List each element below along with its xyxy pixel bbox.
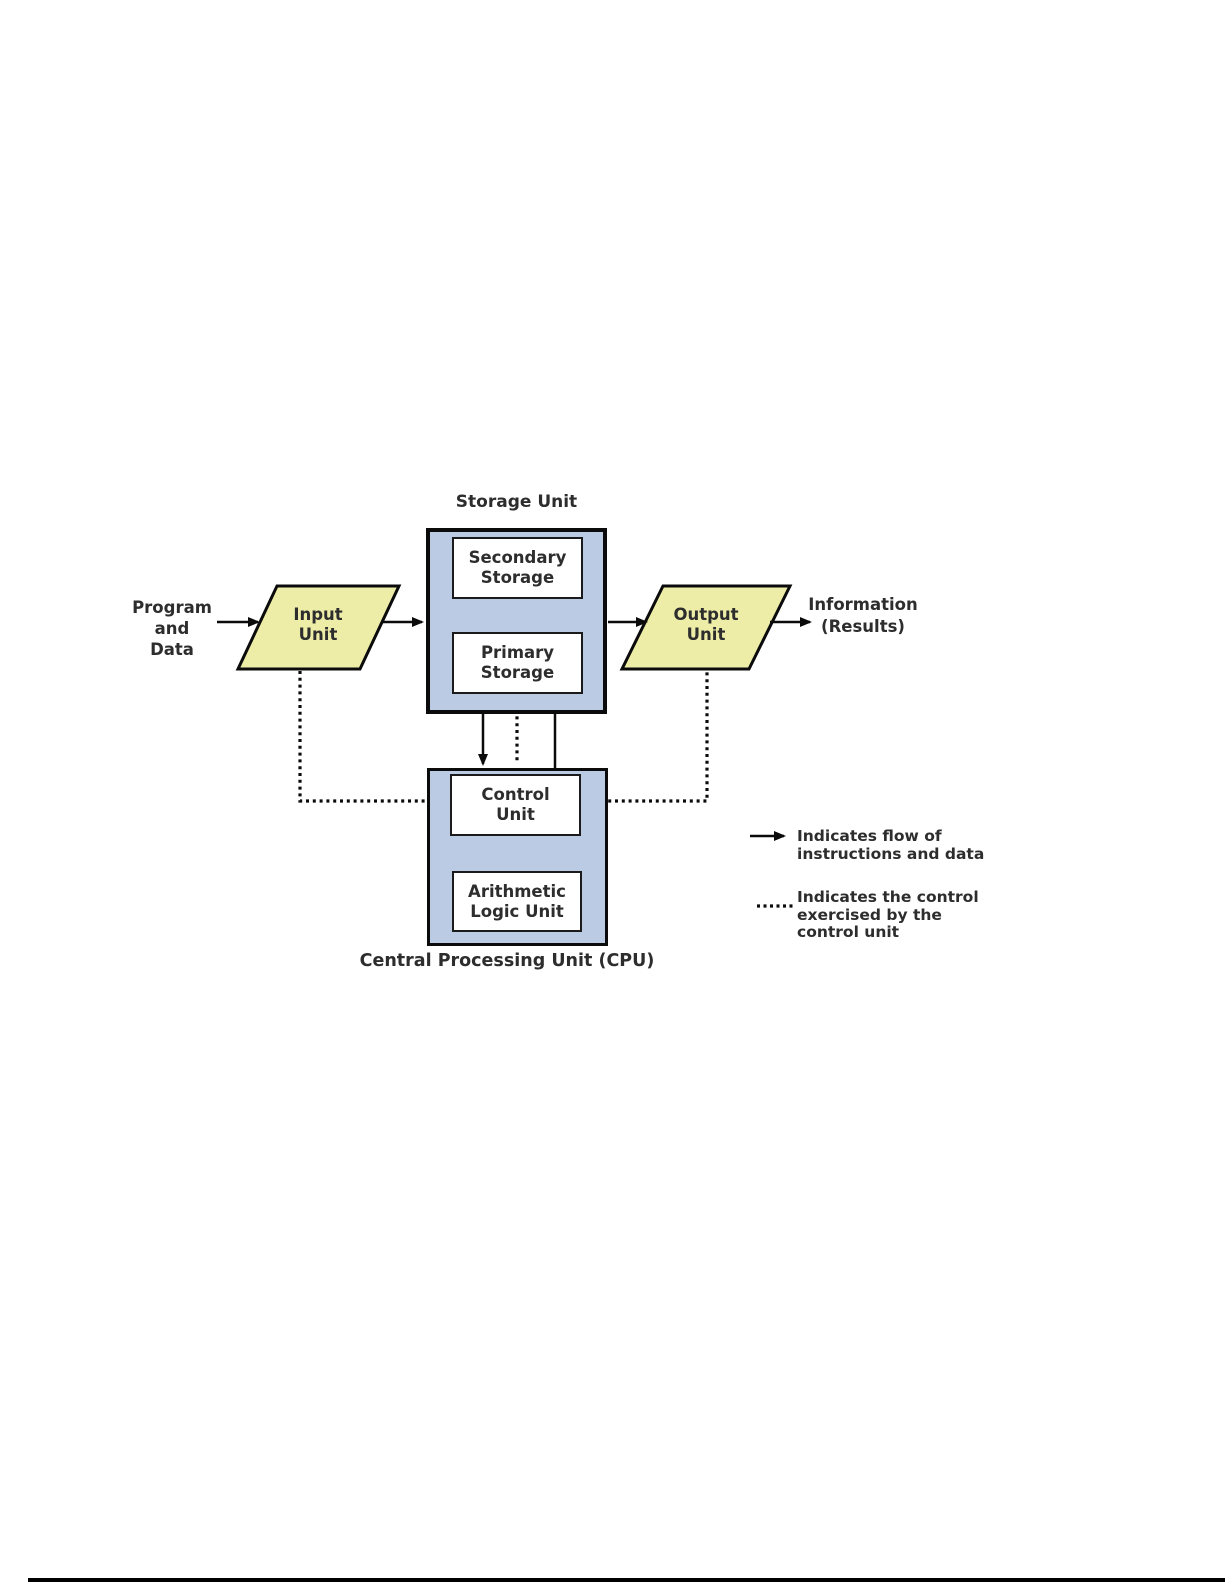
information-results-note: Information (Results) — [798, 594, 928, 638]
secondary-storage-label-line2: Storage — [480, 568, 555, 587]
information-note-line2: (Results) — [821, 617, 905, 636]
input-unit-label-line2: Unit — [298, 625, 338, 644]
control-unit-box: Control Unit — [450, 774, 581, 836]
output-unit-label: Output Unit — [646, 605, 766, 645]
storage-unit-title: Storage Unit — [455, 492, 578, 512]
legend-solid-line2: instructions and data — [797, 844, 985, 863]
input-unit-shape — [235, 584, 402, 671]
legend-dotted-line3: control unit — [797, 923, 900, 941]
legend-dotted-text: Indicates the control exercised by the c… — [797, 888, 979, 942]
legend-dotted-line2: exercised by the — [797, 905, 942, 924]
information-note-line1: Information — [808, 595, 918, 614]
output-unit-label-line1: Output — [673, 605, 739, 624]
primary-storage-label-line2: Storage — [480, 663, 555, 682]
alu-label-line1: Arithmetic — [468, 881, 566, 901]
program-note-line1: Program — [132, 598, 212, 617]
control-dotted-input-path — [298, 671, 449, 803]
secondary-storage-label-line1: Secondary — [468, 548, 567, 567]
program-and-data-note: Program and Data — [122, 597, 222, 660]
control-dotted-output-path — [581, 671, 709, 803]
program-note-line2: and — [154, 619, 190, 638]
legend-solid-line1: Indicates flow of — [797, 827, 942, 845]
primary-storage-label-line1: Primary — [480, 643, 555, 662]
output-unit-shape — [619, 584, 793, 671]
alu-label-line2: Logic Unit — [470, 901, 564, 921]
page-bottom-rule — [28, 1578, 1225, 1582]
cpu-title: Central Processing Unit (CPU) — [359, 951, 655, 971]
input-unit-label-line1: Input — [293, 605, 343, 624]
control-unit-label-line2: Unit — [496, 805, 535, 824]
secondary-storage-box: Secondary Storage — [452, 537, 583, 599]
program-note-line3: Data — [150, 640, 194, 659]
control-unit-label-line1: Control — [481, 785, 550, 804]
legend-solid-text: Indicates flow of instructions and data — [797, 827, 985, 863]
input-unit-label: Input Unit — [258, 605, 378, 645]
primary-storage-box: Primary Storage — [452, 632, 583, 694]
output-unit-label-line2: Unit — [686, 625, 726, 644]
legend-dotted-line1: Indicates the control — [797, 888, 979, 906]
alu-box: Arithmetic Logic Unit — [452, 871, 582, 932]
